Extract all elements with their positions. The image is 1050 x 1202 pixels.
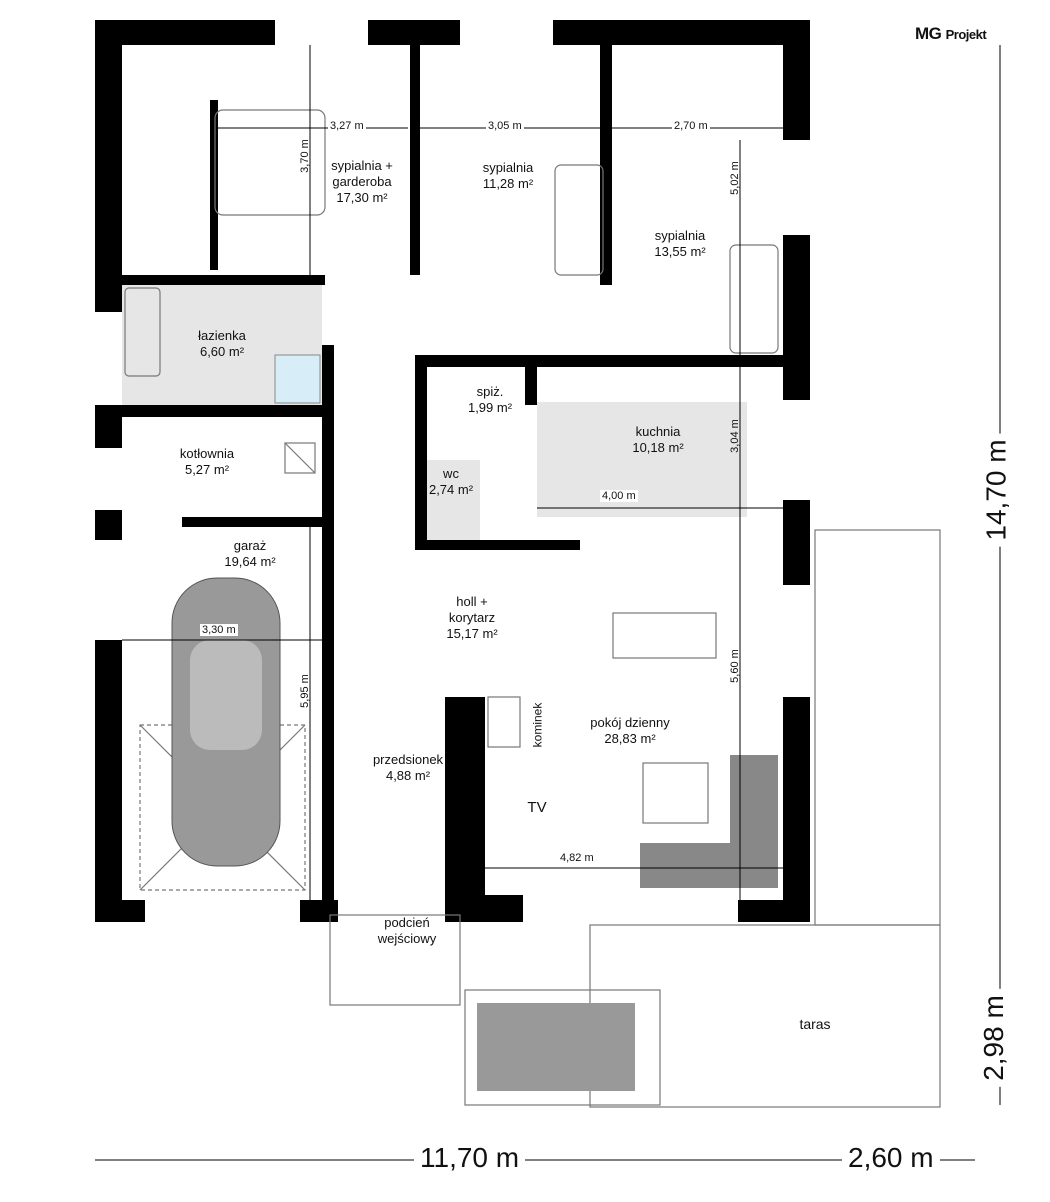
dimension-lines [95,45,1001,1161]
shower [274,354,321,404]
overall-width-terrace: 2,60 m [842,1142,940,1174]
bathtub [124,287,161,377]
dimension-label: 5,60 m [728,649,741,683]
fireplace [487,696,521,748]
dimension-label: 4,00 m [600,490,638,502]
garage-spot [139,724,306,891]
boiler [284,442,316,474]
walls [95,20,810,922]
pool [464,989,661,1106]
dimension-label: 4,82 m [558,852,596,864]
room-label-terrace: taras [799,1016,831,1032]
fireplace-label: kominek [530,702,545,748]
dimension-label: 5,95 m [298,674,311,708]
overall-depth-terrace: 2,98 m [977,989,1010,1087]
tv-label: TV [527,799,547,816]
wc-floor [425,460,480,540]
mg-projekt-logo: MG Projekt [915,24,987,43]
overall-depth-house: 14,70 m [980,433,1013,547]
double-bed [214,109,326,216]
terrace-outline [589,924,941,1108]
overall-width-house: 11,70 m [414,1142,526,1174]
car [171,577,281,867]
kitchen-floor [537,402,747,517]
bed [554,164,604,276]
porch [329,914,461,1006]
dining-table [612,612,717,659]
room-label-pantry: spiż.1,99 m² [467,384,513,415]
dimension-label: 3,30 m [200,624,238,636]
dimension-label: 5,02 m [728,161,741,195]
bed [729,244,779,354]
coffee-table [642,762,709,824]
pool-water [477,1003,635,1091]
dimension-label: 2,70 m [672,120,710,132]
sofa [730,755,778,888]
furniture [124,109,941,1108]
dimension-label: 3,05 m [486,120,524,132]
dimension-label: 3,04 m [728,419,741,453]
dimension-label: 3,70 m [298,139,311,173]
dimension-label: 3,27 m [328,120,366,132]
